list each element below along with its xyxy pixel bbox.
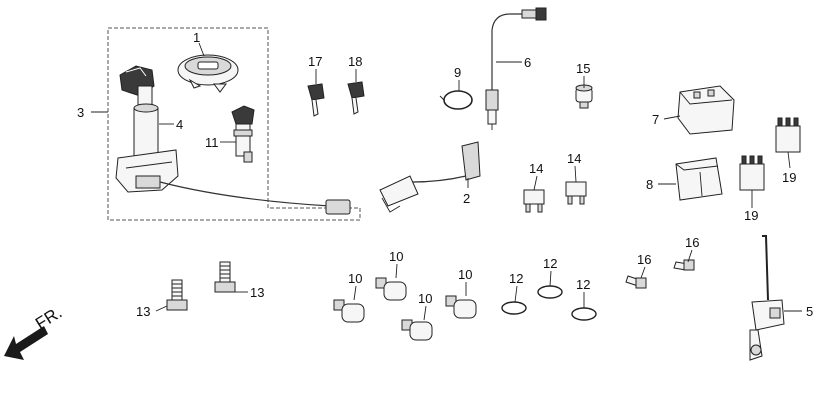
callout-14a: 14 <box>529 161 543 176</box>
callout-10b: 10 <box>389 249 403 264</box>
callout-6: 6 <box>524 55 531 70</box>
callout-8: 8 <box>646 177 653 192</box>
front-arrow-icon <box>4 326 48 360</box>
callout-13b: 13 <box>250 285 264 300</box>
callout-16b: 16 <box>685 235 699 250</box>
callout-16a: 16 <box>637 252 651 267</box>
part-bolt-16a <box>625 275 647 289</box>
part-grommet-10d <box>445 295 477 319</box>
callout-10a: 10 <box>348 271 362 286</box>
callout-19b: 19 <box>744 208 758 223</box>
part-sensor-lead <box>485 7 547 130</box>
part-key-18 <box>347 81 365 115</box>
ignition-switch-set-outline <box>107 27 361 221</box>
callout-10d: 10 <box>458 267 472 282</box>
callout-13a: 13 <box>136 304 150 319</box>
part-fuse-a <box>523 189 545 213</box>
callout-4: 4 <box>176 117 183 132</box>
callout-10c: 10 <box>418 291 432 306</box>
part-seat-lock <box>231 105 255 163</box>
callout-12c: 12 <box>576 277 590 292</box>
part-washer-12c <box>571 307 597 321</box>
part-grommet-10c <box>401 319 433 341</box>
callout-19a: 19 <box>782 170 796 185</box>
part-fuse-b <box>565 181 587 205</box>
part-lock-cover <box>177 54 239 93</box>
callout-12b: 12 <box>543 256 557 271</box>
part-relay-holder <box>675 157 723 201</box>
callout-18: 18 <box>348 54 362 69</box>
part-hose-clamp <box>439 90 473 110</box>
part-bolt-13b <box>214 261 236 293</box>
callout-5: 5 <box>806 304 813 319</box>
part-bolt-13a <box>166 279 188 311</box>
callout-7: 7 <box>652 112 659 127</box>
callout-3: 3 <box>77 105 84 120</box>
part-relay-19b <box>739 155 765 191</box>
leader-lines <box>91 42 802 321</box>
part-sub-harness <box>379 141 481 213</box>
callout-labels: 1 2 3 4 5 6 7 8 9 10 10 10 10 11 12 12 1… <box>77 30 813 319</box>
callout-2: 2 <box>463 191 470 206</box>
callout-11: 11 <box>205 135 219 150</box>
part-stand-switch <box>749 235 785 361</box>
part-grommet-10a <box>333 299 365 323</box>
part-washer-12b <box>537 285 563 299</box>
part-grommet-10b <box>375 277 407 301</box>
part-ignition-switch <box>115 65 351 215</box>
part-bolt-16b <box>673 259 695 271</box>
callout-9: 9 <box>454 65 461 80</box>
callout-12a: 12 <box>509 271 523 286</box>
part-key-17 <box>307 83 325 117</box>
part-relay-7 <box>677 85 735 135</box>
callout-17: 17 <box>308 54 322 69</box>
front-direction-label: FR. <box>32 303 65 334</box>
part-rubber-plug <box>575 84 593 109</box>
callout-1: 1 <box>193 30 200 45</box>
part-relay-19a <box>775 117 801 153</box>
front-direction-indicator: FR. <box>4 303 65 360</box>
callout-14b: 14 <box>567 151 581 166</box>
part-washer-12a <box>501 301 527 315</box>
callout-15: 15 <box>576 61 590 76</box>
